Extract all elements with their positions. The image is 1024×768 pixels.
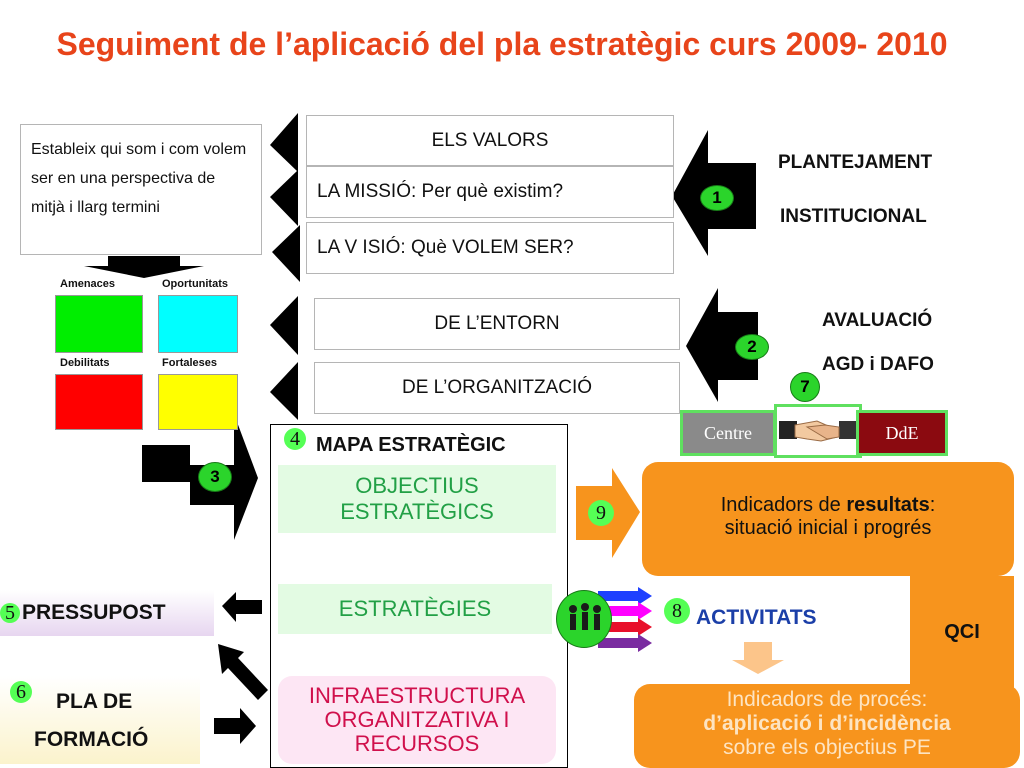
item-entorn-text: DE L’ENTORN bbox=[434, 313, 560, 334]
arrow-down-intro bbox=[84, 256, 204, 278]
item-visio-text: LA V ISIÓ: Què VOLEM SER? bbox=[317, 237, 574, 258]
evaluation-label-2: AGD i DAFO bbox=[822, 354, 934, 375]
activities-number: 8 bbox=[664, 598, 690, 624]
results-text-a: Indicadors de bbox=[720, 494, 847, 516]
dde-label: DdE bbox=[885, 422, 919, 443]
intro-box: Estableix qui som i com volem ser en una… bbox=[20, 124, 262, 255]
pointer-entorn bbox=[270, 296, 298, 355]
item-valors-text: ELS VALORS bbox=[431, 129, 549, 151]
budget-number: 5 bbox=[0, 602, 20, 624]
step-1-badge: 1 bbox=[700, 185, 734, 211]
swot-oportunitats-square bbox=[158, 295, 238, 353]
pointer-visio bbox=[272, 225, 300, 282]
pointer-missio bbox=[270, 170, 298, 226]
training-label-2: FORMACIÓ bbox=[34, 728, 149, 751]
swot-label-debilitats: Debilitats bbox=[60, 357, 110, 369]
swot-debilitats-square bbox=[55, 374, 143, 430]
objectives-text: OBJECTIUS ESTRATÈGICS bbox=[340, 473, 494, 524]
results-indicators-box: Indicadors de resultats: situació inicia… bbox=[642, 462, 1014, 576]
step-3-badge: 3 bbox=[198, 462, 232, 492]
dde-box: DdE bbox=[856, 410, 948, 456]
item-entorn: DE L’ENTORN bbox=[314, 298, 680, 350]
qci-label: QCI bbox=[944, 620, 980, 643]
budget-label: PRESSUPOST bbox=[22, 601, 166, 624]
qci-box: QCI bbox=[910, 576, 1014, 688]
training-box bbox=[0, 676, 200, 764]
evaluation-label-1: AVALUACIÓ bbox=[822, 310, 933, 331]
people-icon bbox=[569, 603, 601, 630]
activities-label: ACTIVITATS bbox=[696, 606, 817, 629]
results-number: 9 bbox=[588, 500, 614, 526]
handshake-image bbox=[774, 404, 862, 458]
arrow-purple bbox=[598, 634, 652, 652]
swot-label-amenaces: Amenaces bbox=[60, 278, 116, 290]
pointer-organitzacio bbox=[270, 362, 298, 420]
results-text-tail: : bbox=[929, 494, 936, 516]
infrastructure-text: INFRAESTRUCTURA ORGANITZATIVA I RECURSOS bbox=[308, 683, 526, 756]
item-organitzacio: DE L’ORGANITZACIÓ bbox=[314, 362, 680, 414]
centre-label: Centre bbox=[704, 422, 752, 443]
step-2-badge: 2 bbox=[735, 334, 769, 360]
swot-label-fortaleses: Fortaleses bbox=[162, 357, 218, 369]
arrow-to-training-up bbox=[218, 644, 268, 700]
process-line-1: Indicadors de procés: bbox=[726, 688, 928, 711]
process-indicators-box: Indicadors de procés: d’aplicació i d’in… bbox=[634, 684, 1020, 768]
item-missio: LA MISSIÓ: Per què existim? bbox=[306, 166, 674, 218]
item-visio: LA V ISIÓ: Què VOLEM SER? bbox=[306, 222, 674, 274]
infrastructure-box: INFRAESTRUCTURA ORGANITZATIVA I RECURSOS bbox=[278, 676, 556, 764]
strategies-text: ESTRATÈGIES bbox=[338, 596, 492, 621]
pointer-valors bbox=[270, 113, 298, 172]
intro-text: Estableix qui som i com volem ser en una… bbox=[31, 141, 247, 216]
arrow-to-training bbox=[214, 708, 256, 744]
page-title: Seguiment de l’aplicació del pla estratè… bbox=[56, 26, 948, 62]
arrow-blue bbox=[598, 587, 652, 605]
results-line-2: situació inicial i progrés bbox=[724, 517, 932, 539]
arrow-to-budget bbox=[222, 592, 262, 622]
step-7-badge: 7 bbox=[790, 372, 820, 402]
item-missio-text: LA MISSIÓ: Per què existim? bbox=[317, 181, 564, 202]
strategies-box: ESTRATÈGIES bbox=[278, 584, 552, 634]
item-valors: ELS VALORS bbox=[306, 115, 674, 166]
arrow-step-2 bbox=[686, 288, 758, 402]
budget-box: 5 PRESSUPOST bbox=[0, 590, 214, 636]
handshake-icon bbox=[779, 420, 857, 442]
training-label-1: PLA DE bbox=[56, 690, 133, 713]
results-text-bold: resultats bbox=[846, 494, 930, 516]
map-number: 4 bbox=[284, 428, 306, 450]
objectives-box: OBJECTIUS ESTRATÈGICS bbox=[278, 465, 556, 533]
institutional-label-1: PLANTEJAMENT bbox=[778, 152, 933, 173]
training-number: 6 bbox=[10, 681, 32, 703]
results-line-1: Indicadors de resultats: bbox=[642, 494, 1014, 517]
process-line-2: d’aplicació i d’incidència bbox=[703, 712, 951, 735]
swot-fortaleses-square bbox=[158, 374, 238, 430]
map-title: MAPA ESTRATÈGIC bbox=[316, 434, 506, 456]
people-circle bbox=[556, 590, 612, 648]
swot-amenaces-square bbox=[55, 295, 143, 353]
centre-box: Centre bbox=[680, 410, 776, 456]
process-line-3: sobre els objectius PE bbox=[723, 736, 931, 759]
swot-label-oportunitats: Oportunitats bbox=[162, 278, 228, 290]
item-organitzacio-text: DE L’ORGANITZACIÓ bbox=[401, 377, 593, 398]
institutional-label-2: INSTITUCIONAL bbox=[780, 206, 927, 227]
arrow-down-process bbox=[732, 642, 784, 674]
